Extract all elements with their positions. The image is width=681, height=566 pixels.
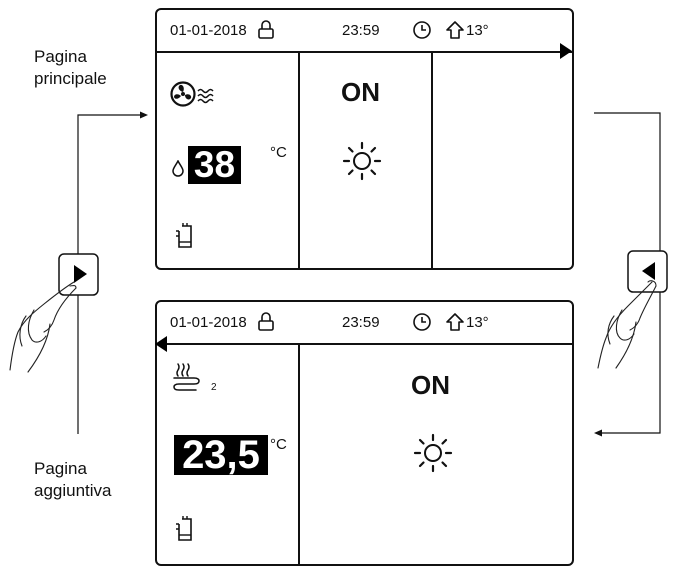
time-display: 23:59 xyxy=(342,314,380,331)
fan-heat-icon xyxy=(170,81,214,107)
water-drop-icon xyxy=(172,160,184,177)
main-screen-divider-2 xyxy=(431,52,433,268)
clock-icon xyxy=(413,21,431,39)
zone-index: 2 xyxy=(211,382,217,393)
main-page-label-line2: principale xyxy=(34,69,107,88)
arrow-left-icon[interactable] xyxy=(153,334,175,354)
zone-temperature-value: 23,5 xyxy=(174,435,268,475)
sun-icon xyxy=(342,141,382,181)
clock-icon xyxy=(413,313,431,331)
lock-icon xyxy=(258,312,274,331)
play-right-icon xyxy=(74,265,87,283)
pressing-hand-right xyxy=(597,280,657,369)
extra-screen: 01-01-2018 23:59 13° 2 23,5 °C xyxy=(155,300,574,566)
temperature-unit: °C xyxy=(270,144,287,161)
main-screen: 01-01-2018 23:59 13° 38 °C xyxy=(155,8,574,270)
date-display: 01-01-2018 xyxy=(170,314,247,331)
extra-page-label-line2: aggiuntiva xyxy=(34,481,112,500)
outdoor-temperature: 13° xyxy=(466,22,489,39)
previous-page-button[interactable] xyxy=(627,250,669,299)
floor-heating-icon xyxy=(173,363,200,391)
time-display: 23:59 xyxy=(342,22,380,39)
right-connector-arrowhead xyxy=(594,429,602,437)
operating-status: ON xyxy=(341,77,380,107)
pressing-hand-left xyxy=(9,281,77,373)
home-outline-icon xyxy=(446,21,464,39)
play-left-icon xyxy=(642,262,655,280)
main-page-label: Pagina principale xyxy=(34,46,107,90)
extra-screen-divider xyxy=(298,344,300,564)
main-page-label-line1: Pagina xyxy=(34,47,87,66)
sun-icon xyxy=(413,433,453,473)
left-connector-line xyxy=(77,114,146,434)
water-temperature-value: 38 xyxy=(188,146,241,184)
extra-screen-status-bar: 01-01-2018 23:59 13° xyxy=(157,302,572,345)
extra-page-label: Pagina aggiuntiva xyxy=(34,458,112,502)
temperature-unit: °C xyxy=(270,436,287,453)
main-screen-divider-1 xyxy=(298,52,300,268)
outdoor-temperature: 13° xyxy=(466,314,489,331)
date-display: 01-01-2018 xyxy=(170,22,247,39)
operating-status: ON xyxy=(411,370,450,400)
tank-icon xyxy=(176,223,192,248)
extra-page-label-line1: Pagina xyxy=(34,459,87,478)
arrow-right-icon[interactable] xyxy=(552,41,574,61)
tank-icon xyxy=(176,516,192,541)
lock-icon xyxy=(258,20,274,39)
main-screen-status-bar: 01-01-2018 23:59 13° xyxy=(157,10,572,53)
left-connector-arrowhead xyxy=(140,111,148,119)
home-outline-icon xyxy=(446,313,464,331)
